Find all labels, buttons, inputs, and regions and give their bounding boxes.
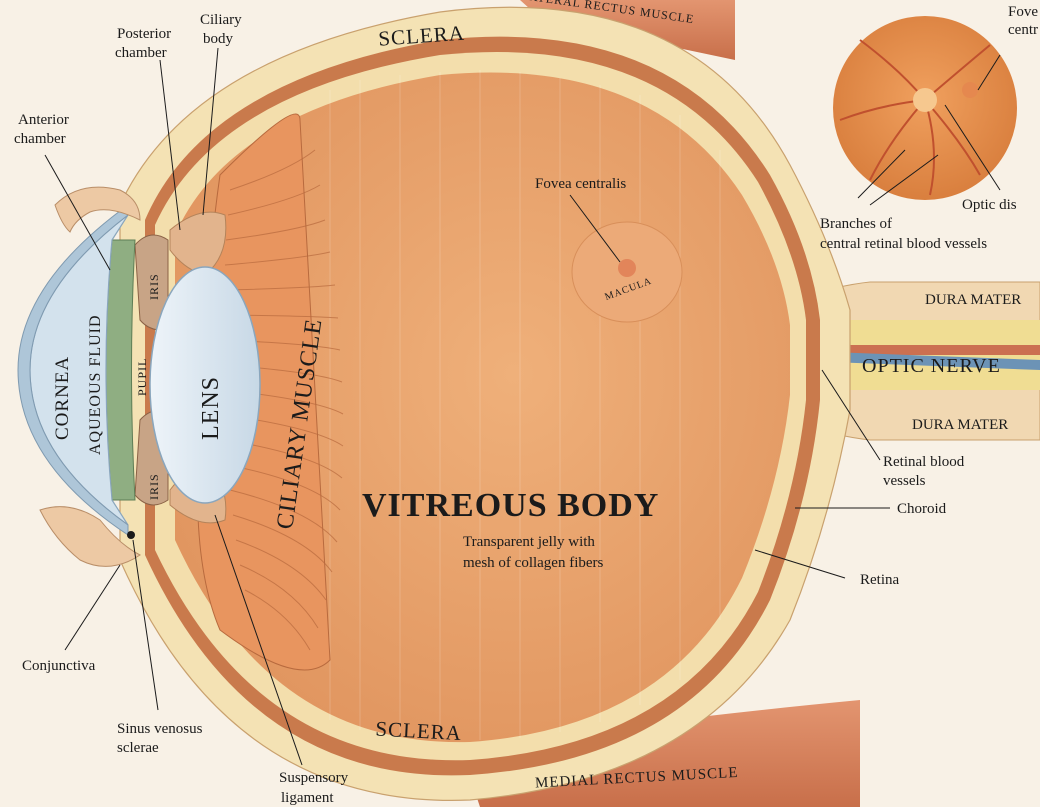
fovea-inset-label-1: Fove bbox=[1008, 4, 1038, 20]
sinus-venosus-label-2: sclerae bbox=[117, 740, 159, 756]
branches-label-1: Branches of bbox=[820, 216, 892, 232]
dura-mater-top-label: DURA MATER bbox=[925, 292, 1021, 308]
sclera-bottom-label: SCLERA bbox=[375, 717, 463, 745]
fundus-inset bbox=[833, 16, 1017, 200]
fovea-inset-label-2: centr bbox=[1008, 22, 1038, 38]
retinal-vessels-label-1: Retinal blood bbox=[883, 454, 965, 470]
posterior-chamber-label-1: Posterior bbox=[117, 26, 171, 42]
cornea-label: CORNEA bbox=[52, 356, 73, 440]
fovea-centralis-label: Fovea centralis bbox=[535, 176, 626, 192]
retinal-vessels-label-2: vessels bbox=[883, 473, 926, 489]
lens-label: LENS bbox=[198, 376, 224, 440]
branches-label-2: central retinal blood vessels bbox=[820, 236, 987, 252]
sinus-venosus-label-1: Sinus venosus bbox=[117, 721, 203, 737]
sinus-venosus-dot bbox=[127, 531, 135, 539]
optic-nerve-label: OPTIC NERVE bbox=[862, 355, 1001, 377]
dura-mater-bottom-label: DURA MATER bbox=[912, 417, 1008, 433]
suspensory-ligament-label-2: ligament bbox=[281, 790, 334, 806]
conjunctiva-label: Conjunctiva bbox=[22, 658, 96, 674]
iris-top-label: IRIS bbox=[147, 273, 161, 300]
anterior-chamber-label-2: chamber bbox=[14, 131, 66, 147]
ciliary-body-label-1: Ciliary bbox=[200, 12, 242, 28]
ciliary-body-label-2: body bbox=[203, 31, 234, 47]
fovea-centralis bbox=[618, 259, 636, 277]
optic-disc-label: Optic dis bbox=[962, 197, 1017, 213]
aqueous-fluid-label: AQUEOUS FLUID bbox=[87, 314, 104, 455]
iris-pigment bbox=[106, 240, 135, 500]
iris-bottom-label: IRIS bbox=[147, 473, 161, 500]
vitreous-desc-1: Transparent jelly with bbox=[463, 534, 595, 550]
anterior-chamber-label-1: Anterior bbox=[18, 112, 69, 128]
suspensory-ligament-label-1: Suspensory bbox=[279, 770, 349, 786]
posterior-chamber-label-2: chamber bbox=[115, 45, 167, 61]
pupil-label: PUPIL bbox=[135, 358, 149, 396]
retina-label: Retina bbox=[860, 572, 899, 588]
vitreous-desc-2: mesh of collagen fibers bbox=[463, 555, 604, 571]
choroid-label: Choroid bbox=[897, 501, 947, 517]
vitreous-body-label: VITREOUS BODY bbox=[362, 487, 659, 524]
